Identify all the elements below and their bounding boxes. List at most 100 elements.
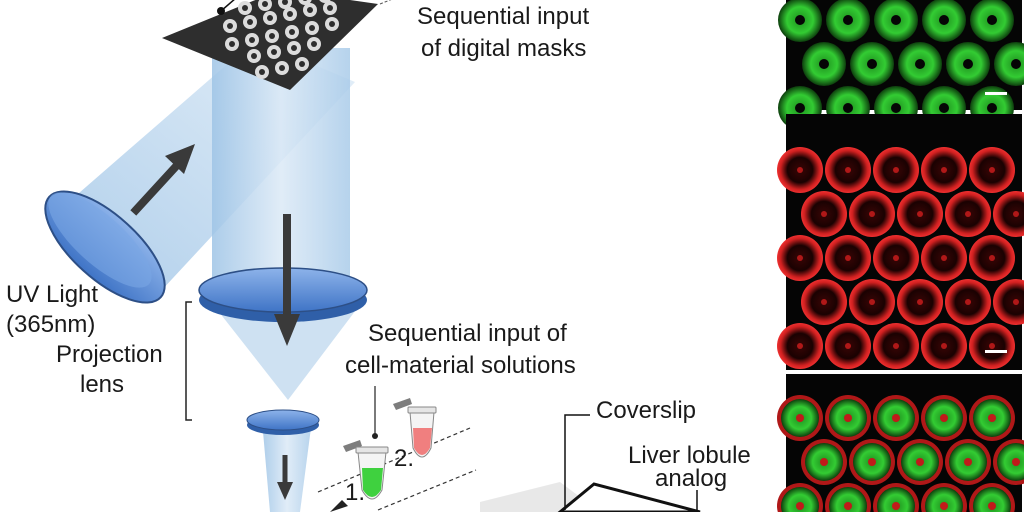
lobule-cell	[873, 323, 919, 369]
coverslip-stage	[480, 414, 701, 512]
lobule-cell	[801, 191, 847, 237]
lobule-cell	[825, 147, 871, 193]
lobule-cell	[825, 483, 871, 512]
mask-dot	[247, 49, 261, 63]
lobule-cell	[921, 235, 967, 281]
scale-bar-red	[985, 350, 1007, 353]
lobule-cell	[921, 323, 967, 369]
lobule-cell	[969, 147, 1015, 193]
coverslip-leader	[564, 414, 590, 510]
lobule-cell	[993, 279, 1024, 325]
lobule-cell	[945, 279, 991, 325]
light-direction-arrow-down-lower	[277, 455, 293, 500]
lobule-cell	[849, 191, 895, 237]
lobule-cell	[874, 0, 918, 42]
lobule-cell	[994, 42, 1024, 86]
mask-dot	[275, 61, 289, 75]
lobule-cell	[969, 395, 1015, 441]
lobule-cell	[873, 235, 919, 281]
lobule-cell	[873, 483, 919, 512]
label-projection-line1: Projection	[56, 341, 163, 368]
label-step-1: 1.	[345, 479, 365, 506]
mask-dot	[307, 37, 321, 51]
lobule-cell	[777, 395, 823, 441]
mask-dot	[225, 37, 239, 51]
mask-dot	[258, 0, 272, 11]
label-solutions-line2: cell-material solutions	[345, 352, 576, 379]
solutions-leader	[372, 386, 378, 439]
label-lobule-line1: Liver lobule	[628, 442, 751, 469]
lobule-cell	[777, 235, 823, 281]
lobule-cell	[993, 439, 1024, 485]
lobule-cell	[921, 147, 967, 193]
lobule-cell	[778, 0, 822, 42]
lobule-cell	[922, 0, 966, 42]
label-masks-line1: Sequential input	[417, 3, 589, 30]
mask-dot	[265, 29, 279, 43]
red-solution-tube	[393, 398, 437, 458]
lobule-cell	[969, 483, 1015, 512]
micrograph-panels	[777, 0, 1024, 512]
mask-dot	[245, 33, 259, 47]
lobule-cell	[802, 42, 846, 86]
micrograph-merged	[777, 374, 1024, 512]
mask-dot	[305, 21, 319, 35]
lobule-cell	[825, 235, 871, 281]
projection-lens-bracket	[185, 301, 192, 421]
mask-dot	[295, 57, 309, 71]
mask-pattern	[223, 0, 339, 79]
lobule-cell	[850, 42, 894, 86]
scale-bar-green	[985, 92, 1007, 95]
mask-dot	[223, 19, 237, 33]
mask-dot	[325, 17, 339, 31]
lobule-cell	[898, 42, 942, 86]
lobule-cell	[897, 279, 943, 325]
digital-mask-plate	[162, 0, 392, 90]
label-uv-line1: UV Light	[6, 281, 98, 308]
lobule-cell	[945, 439, 991, 485]
lobule-cell	[849, 279, 895, 325]
lobule-cell	[777, 483, 823, 512]
lobule-cell	[897, 191, 943, 237]
lobule-cell	[970, 0, 1014, 42]
mask-dot	[303, 3, 317, 17]
lobule-cell	[945, 191, 991, 237]
lobule-cell	[993, 191, 1024, 237]
label-lobule-line2: analog	[655, 465, 727, 492]
mask-dot	[243, 15, 257, 29]
small-arrow-bottom	[330, 500, 348, 512]
mask-dot	[263, 11, 277, 25]
lobule-cell	[849, 439, 895, 485]
light-direction-arrow-down	[274, 214, 300, 346]
label-solutions-line1: Sequential input of	[368, 320, 567, 347]
lobule-cell	[801, 439, 847, 485]
lobule-cell	[801, 279, 847, 325]
mask-dot	[323, 1, 337, 15]
label-uv-line2: (365nm)	[6, 311, 95, 338]
dashed-guides	[317, 427, 477, 511]
label-masks-line2: of digital masks	[421, 35, 586, 62]
lobule-cell	[777, 323, 823, 369]
liver-lobule-analog-block	[557, 482, 701, 512]
green-solution-tube	[343, 440, 389, 500]
mask-dot	[287, 41, 301, 55]
lobule-cell	[777, 147, 823, 193]
mask-dot	[278, 0, 292, 9]
label-step-2: 2.	[394, 445, 414, 472]
mask-dot	[267, 45, 281, 59]
uv-light-lens	[44, 190, 166, 304]
lobule-cell	[826, 0, 870, 42]
micrograph-red	[777, 114, 1024, 370]
projection-lens-lower	[246, 409, 320, 435]
lobule-cell	[946, 42, 990, 86]
lobule-cell	[921, 483, 967, 512]
lobule-cell	[969, 235, 1015, 281]
micrograph-green	[778, 0, 1024, 130]
light-direction-arrow-diagonal	[130, 144, 195, 216]
mask-dot	[283, 7, 297, 21]
lobule-cell	[873, 147, 919, 193]
lobule-cell	[969, 323, 1015, 369]
label-coverslip: Coverslip	[596, 397, 696, 424]
